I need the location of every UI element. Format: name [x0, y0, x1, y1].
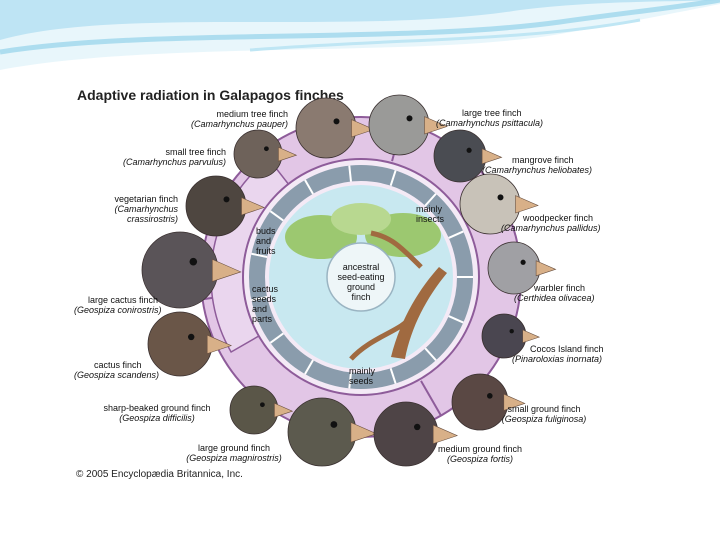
finch-eye	[521, 260, 526, 265]
finch-head-shape	[186, 176, 246, 236]
copyright-notice: © 2005 Encyclopædia Britannica, Inc.	[76, 469, 243, 480]
finch-eye	[334, 118, 340, 124]
diet-label-cactus: cactus seeds and parts	[252, 284, 278, 324]
finch-label-medium-ground: medium ground finch(Geospiza fortis)	[420, 444, 540, 464]
finch-label-sharp-beaked: sharp-beaked ground finch(Geospiza diffi…	[90, 403, 224, 423]
finch-head-shape	[369, 95, 429, 155]
finch-beak	[523, 330, 540, 343]
finch-eye	[487, 393, 493, 399]
finch-eye	[264, 146, 269, 151]
finch-label-warbler: warbler finch(Certhidea olivacea)	[514, 283, 595, 303]
finch-beak	[433, 425, 457, 444]
diet-label-buds: buds and fruits	[256, 226, 276, 256]
finch-eye	[407, 115, 413, 121]
finch-head-shape	[234, 130, 282, 178]
finch-eye	[190, 258, 198, 266]
finch-beak	[516, 196, 539, 213]
finch-eye	[188, 334, 194, 340]
finch-eye	[331, 421, 338, 428]
finch-label-large-tree: large tree finch(Camarhynchus psittacula…	[436, 108, 543, 128]
finch-label-small-tree: small tree finch(Camarhynchus parvulus)	[98, 147, 226, 167]
finch-diagram: Adaptive radiation in Galapagos finches …	[68, 78, 630, 490]
foliage-top	[331, 203, 391, 235]
diet-label-seeds: mainly seeds	[349, 366, 375, 386]
finch-head-shape	[288, 398, 356, 466]
finch-beak	[536, 261, 556, 276]
finch-eye	[510, 329, 514, 333]
center-label: ancestral seed-eating ground finch	[326, 262, 396, 302]
finch-head-shape	[296, 98, 356, 158]
finch-label-large-cactus: large cactus finch(Geospiza conirostris)	[74, 295, 162, 315]
finch-label-large-ground: large ground finch(Geospiza magnirostris…	[172, 443, 296, 463]
decorative-header-swoosh	[0, 0, 720, 90]
finch-head-shape	[230, 386, 278, 434]
finch-label-woodpecker: woodpecker finch(Camarhynchus pallidus)	[501, 213, 601, 233]
finch-label-mangrove: mangrove finch(Camarhynchus heliobates)	[482, 155, 592, 175]
finch-eye	[260, 402, 265, 407]
finch-eye	[414, 424, 420, 430]
finch-eye	[224, 196, 230, 202]
finch-eye	[467, 148, 472, 153]
finch-label-medium-tree: medium tree finch(Camarhynchus pauper)	[164, 109, 288, 129]
finch-label-cactus: cactus finch(Geospiza scandens)	[74, 360, 159, 380]
finch-label-small-ground: small ground finch(Geospiza fuliginosa)	[488, 404, 600, 424]
finch-label-cocos-island: Cocos Island finch(Pinaroloxias inornata…	[512, 344, 604, 364]
diet-label-insects: mainly insects	[416, 204, 444, 224]
finch-eye	[498, 194, 504, 200]
finch-head-shape	[434, 130, 486, 182]
